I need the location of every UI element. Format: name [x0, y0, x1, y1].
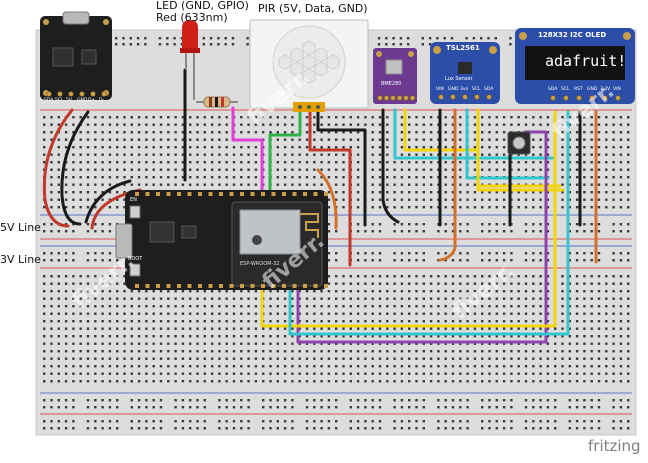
wire-magenta-led — [231, 106, 264, 202]
led-label-line2: Red (633nm) — [156, 11, 228, 24]
wire-cyan-tsl — [465, 108, 550, 180]
esp32-devkit — [115, 190, 328, 290]
wire-black-pir-gnd — [316, 108, 367, 227]
push-button — [507, 131, 531, 155]
pir-label: PIR (5V, Data, GND) — [258, 2, 368, 15]
pin-label: RST — [574, 87, 583, 92]
wire-black-esp-gnd — [84, 179, 132, 224]
pir-sensor — [249, 19, 369, 112]
pin-label: GND — [448, 87, 459, 92]
wire-red-usb-5v — [42, 108, 74, 228]
pin-label: GND — [77, 98, 88, 103]
esp-boot-label: BOOT — [128, 256, 143, 262]
wire-yellow-oled-sda — [260, 110, 557, 328]
wire-yellow-tsl — [476, 108, 562, 188]
wire-cyan-bme — [393, 108, 555, 160]
bme280-sensor — [373, 48, 417, 104]
oled-display — [515, 28, 635, 104]
pin-label: SCL — [55, 98, 64, 103]
esp-chip-text: ESP-WROOM-32 — [240, 261, 280, 267]
pin-label: SDA — [548, 87, 558, 92]
pin-label: 3.3V — [600, 87, 611, 92]
wire-black-bme — [381, 108, 400, 224]
pin-label: SCL — [561, 87, 570, 92]
wire-red-pir-5v — [308, 108, 352, 267]
tsl-subtitle: Lux Sensor — [445, 76, 473, 82]
pin-label: D+ — [88, 98, 96, 103]
pin-label: VIN — [436, 87, 444, 92]
pin-label: 3vo — [460, 87, 469, 92]
wire-orange-tsl — [438, 108, 457, 262]
oled-header: 128X32 I2C OLED — [538, 31, 607, 39]
pin-label: SDA — [44, 98, 54, 103]
wire-purple-button — [296, 130, 548, 344]
wire-black-usb-gnd — [60, 110, 90, 226]
pin-label: D- — [99, 98, 105, 103]
wires — [42, 68, 598, 344]
rail-label-5v: 5V Line — [0, 221, 41, 234]
tsl-title: TSL2561 — [446, 44, 480, 52]
oled-screen-text: adafruit! — [545, 52, 627, 70]
usb-c-breakout-board — [40, 11, 112, 100]
esp-en-label: EN — [130, 197, 137, 203]
pin-label: GND — [587, 87, 598, 92]
red-led — [180, 20, 200, 100]
pin-label: SDA — [484, 87, 494, 92]
wire-cyan-oled-scl — [288, 110, 570, 336]
pin-label: 5V — [66, 98, 72, 103]
fritzing-watermark: fritzing — [588, 437, 641, 455]
tsl2561-sensor — [430, 42, 500, 104]
wire-green-pir-data — [268, 108, 302, 202]
wire-orange-esp — [316, 168, 338, 230]
pin-label: SCL — [472, 87, 481, 92]
rail-label-3v: 3V Line — [0, 253, 41, 266]
led-label-line1: LED (GND, GPIO) — [156, 0, 249, 12]
pin-label: VIN — [613, 87, 621, 92]
resistor — [196, 96, 238, 108]
bme-chip-text: BME280 — [381, 81, 402, 87]
